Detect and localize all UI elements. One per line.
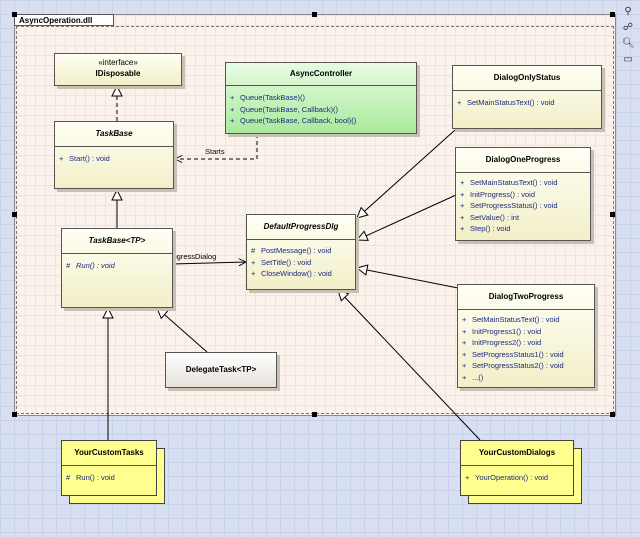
operation: InitProgress() : void [470, 189, 536, 199]
operation: Step() : void [470, 224, 511, 233]
class-taskbase[interactable]: TaskBase +Start() : void [54, 121, 174, 189]
generalization-line [357, 129, 456, 218]
class-name: DialogOneProgress [456, 148, 590, 173]
operation: ...() [472, 372, 484, 382]
class-taskbase-tp[interactable]: TaskBase<TP> #Run() : void [61, 228, 173, 308]
class-name: DefaultProgressDlg [247, 215, 355, 240]
operation: SetProgressStatus() : void [470, 201, 558, 210]
operation: SetValue() : int [470, 212, 520, 222]
resize-handle[interactable] [312, 12, 317, 17]
operation: CloseWindow() : void [261, 269, 332, 278]
class-name: IDisposable [95, 69, 141, 78]
class-dialogtwoprogress[interactable]: DialogTwoProgress +SetMainStatusText() :… [457, 284, 595, 388]
operation: PostMessage() : void [261, 246, 332, 255]
resize-handle[interactable] [610, 412, 615, 417]
resize-handle[interactable] [610, 12, 615, 17]
progress-dialog-label: ProgressDialog [165, 252, 217, 261]
operation: Run() : void [76, 261, 115, 270]
operation: SetProgressStatus1() : void [472, 349, 564, 359]
operation: SetMainStatusText() : void [470, 178, 558, 187]
operation: Queue(TaskBase, Callback)() [240, 104, 338, 114]
class-name: TaskBase<TP> [62, 229, 172, 254]
class-dialogonlystatus[interactable]: DialogOnlyStatus +SetMainStatusText() : … [452, 65, 602, 129]
dependency-starts-line [175, 120, 258, 159]
generalization-line [338, 290, 481, 441]
magnifier-icon[interactable]: 🔍︎ [622, 38, 635, 49]
note-icon[interactable]: ▭ [623, 54, 633, 65]
stereotype-label: «interface» [98, 58, 138, 67]
class-defaultprogressdlg[interactable]: DefaultProgressDlg #PostMessage() : void… [246, 214, 356, 290]
operation: Start() : void [69, 154, 110, 163]
generalization-line [357, 268, 459, 289]
class-name: AsyncController [226, 63, 416, 86]
operation: InitProgress1() : void [472, 326, 542, 336]
link-icon[interactable]: ☍ [622, 22, 634, 33]
class-name: DelegateTask<TP> [185, 365, 257, 374]
operation: SetMainStatusText() : void [472, 315, 560, 324]
resize-handle[interactable] [12, 12, 17, 17]
generalization-line [157, 308, 208, 353]
operation: Run() : void [76, 473, 115, 482]
class-name: TaskBase [55, 122, 173, 147]
association-progressdialog-line [171, 262, 246, 264]
class-yourcustomdialogs[interactable]: YourCustomDialogs +YourOperation() : voi… [460, 440, 574, 496]
class-name: DialogTwoProgress [458, 285, 594, 310]
resize-handle[interactable] [312, 412, 317, 417]
resize-handle[interactable] [12, 212, 17, 217]
operation: SetProgressStatus2() : void [472, 361, 564, 370]
class-delegatetask-tp[interactable]: DelegateTask<TP> [165, 352, 277, 388]
class-dialogoneprogress[interactable]: DialogOneProgress +SetMainStatusText() :… [455, 147, 591, 241]
resize-handle[interactable] [12, 412, 17, 417]
operation: Queue(TaskBase)() [240, 93, 306, 102]
operation: YourOperation() : void [475, 473, 549, 482]
generalization-line [357, 194, 457, 240]
class-idisposable[interactable]: «interface» IDisposable [54, 53, 182, 86]
operation: SetMainStatusText() : void [467, 98, 555, 107]
pin-icon[interactable]: ⚲ [624, 6, 632, 17]
operation: InitProgress2() : void [472, 338, 542, 347]
class-name: DialogOnlyStatus [453, 66, 601, 91]
package-name-tab[interactable]: AsyncOperation.dll [14, 14, 114, 26]
class-name: YourCustomTasks [62, 441, 156, 466]
operation: Queue(TaskBase, Callback, bool)() [240, 116, 357, 125]
operation: SetTitle() : void [261, 257, 312, 267]
starts-label: Starts [205, 147, 225, 156]
resize-handle[interactable] [610, 212, 615, 217]
class-asynccontroller[interactable]: AsyncController +Queue(TaskBase)() +Queu… [225, 62, 417, 134]
class-name: YourCustomDialogs [461, 441, 573, 466]
class-yourcustomtasks[interactable]: YourCustomTasks #Run() : void [61, 440, 157, 496]
